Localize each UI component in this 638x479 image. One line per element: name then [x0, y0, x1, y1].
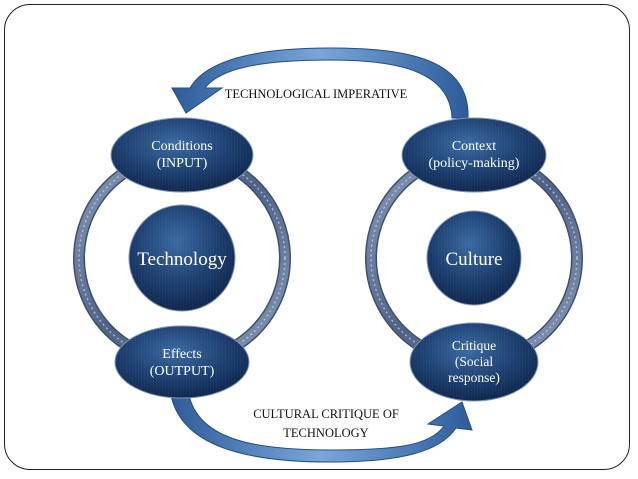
slide-frame: [4, 4, 630, 470]
node-conditions-input: Conditions (INPUT): [110, 117, 254, 193]
context-line1: Context: [452, 139, 496, 154]
node-context-policy-making: Context (policy-making): [401, 117, 547, 193]
node-effects-output: Effects (OUTPUT): [114, 325, 250, 399]
conditions-line1: Conditions: [151, 139, 212, 154]
technological-imperative-label: TECHNOLOGICAL IMPERATIVE: [225, 87, 408, 101]
node-culture: Culture: [426, 210, 522, 306]
node-technology: Technology: [128, 204, 236, 312]
context-line2: (policy-making): [429, 156, 520, 171]
cultural-critique-label-line2: TECHNOLOGY: [283, 426, 368, 440]
node-critique-social-response: Critique (Social response): [409, 322, 539, 402]
critique-line2: (Social: [455, 354, 493, 369]
critique-line1: Critique: [452, 338, 496, 353]
technology-label: Technology: [137, 249, 227, 270]
effects-line1: Effects: [162, 347, 201, 362]
effects-line2: (OUTPUT): [150, 364, 215, 379]
cultural-critique-label-line1: CULTURAL CRITIQUE OF: [253, 407, 399, 421]
critique-line3: response): [448, 370, 500, 385]
conditions-line2: (INPUT): [157, 156, 208, 171]
culture-label: Culture: [446, 249, 503, 270]
bottom-arrow: [169, 389, 473, 463]
top-arrow: [171, 47, 469, 119]
